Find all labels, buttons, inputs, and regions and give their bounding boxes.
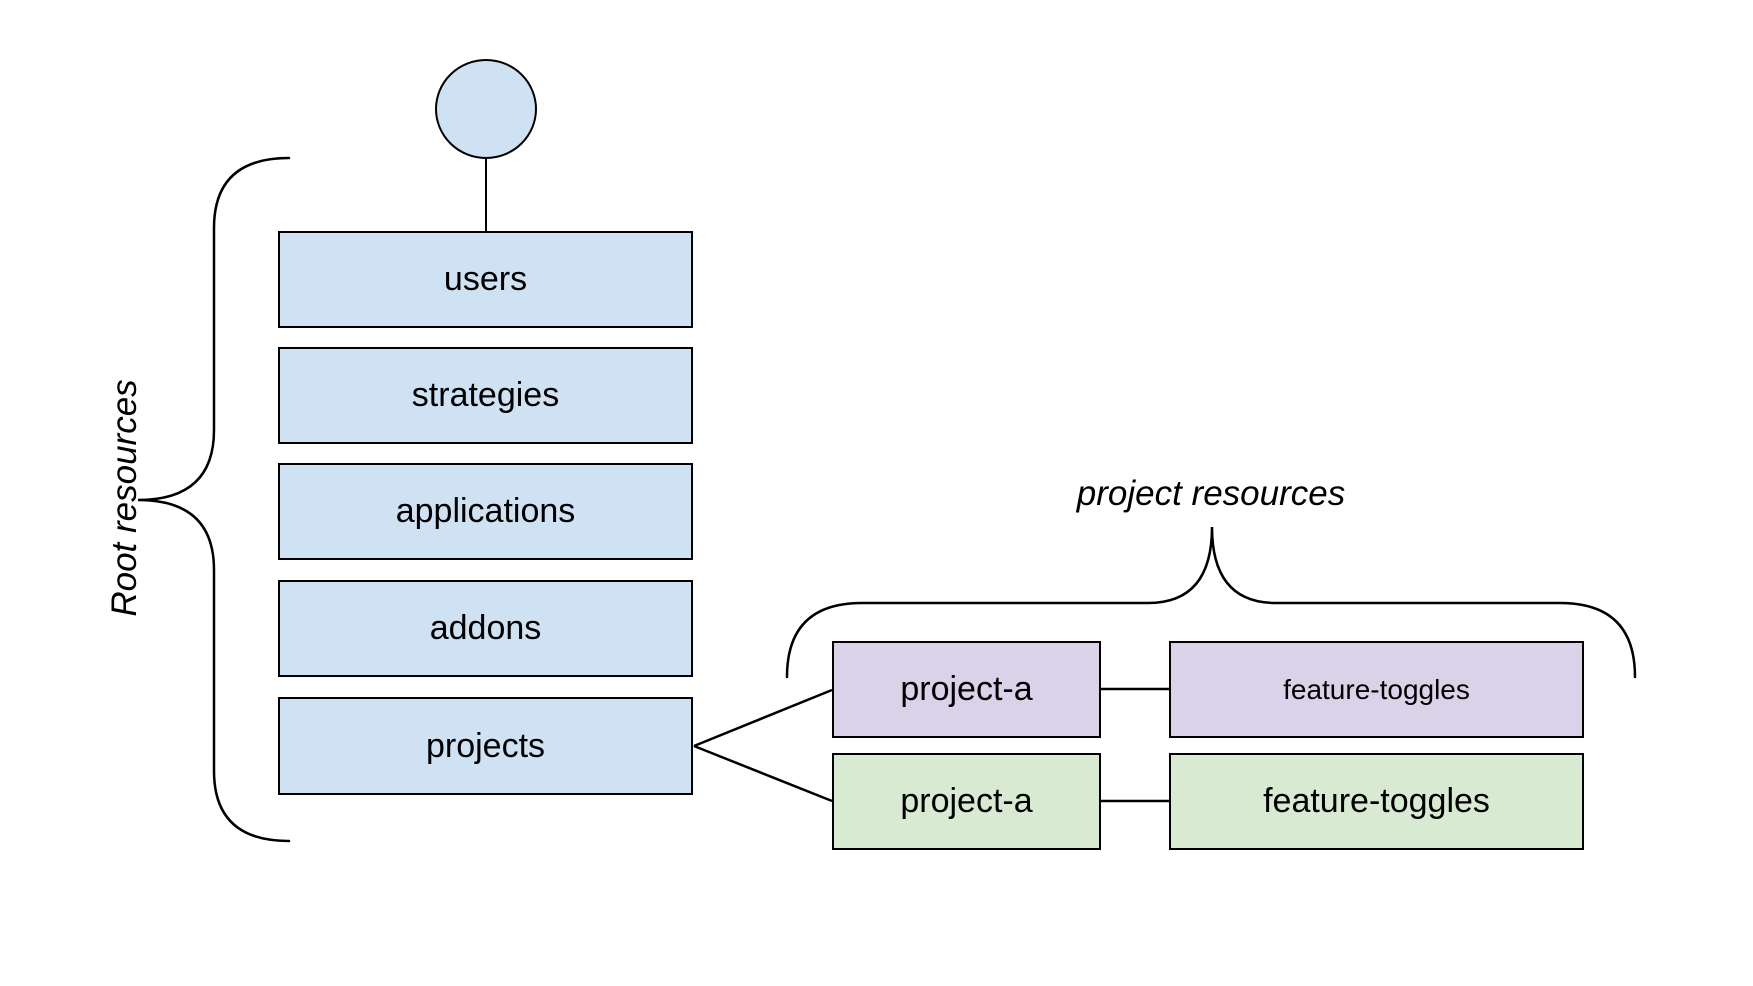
node-project-a-purple: project-a — [832, 641, 1101, 738]
node-strategies: strategies — [278, 347, 693, 444]
projects-to-project-a-green-line — [693, 744, 833, 803]
node-feature-toggles-green: feature-toggles — [1169, 753, 1584, 850]
node-applications: applications — [278, 463, 693, 560]
root-resources-brace — [137, 156, 291, 843]
node-projects: projects — [278, 697, 693, 795]
node-users-label: users — [443, 260, 528, 298]
node-project-a-purple-label: project-a — [900, 670, 1033, 708]
project-resources-label: project resources — [1076, 474, 1346, 513]
node-addons-label: addons — [429, 609, 542, 647]
node-feature-toggles-purple: feature-toggles — [1169, 641, 1584, 738]
node-addons: addons — [278, 580, 693, 677]
node-users: users — [278, 231, 693, 328]
node-feature-toggles-purple-label: feature-toggles — [1283, 673, 1470, 705]
node-strategies-label: strategies — [411, 376, 560, 414]
node-projects-label: projects — [425, 726, 546, 765]
projects-to-project-a-purple-line — [693, 688, 833, 748]
node-applications-label: applications — [395, 492, 576, 530]
node-project-a-green: project-a — [832, 753, 1101, 850]
root-resources-label: Root resources — [105, 379, 144, 617]
node-project-a-green-label: project-a — [900, 782, 1033, 820]
root-circle — [435, 59, 537, 159]
node-feature-toggles-green-label: feature-toggles — [1263, 782, 1490, 820]
